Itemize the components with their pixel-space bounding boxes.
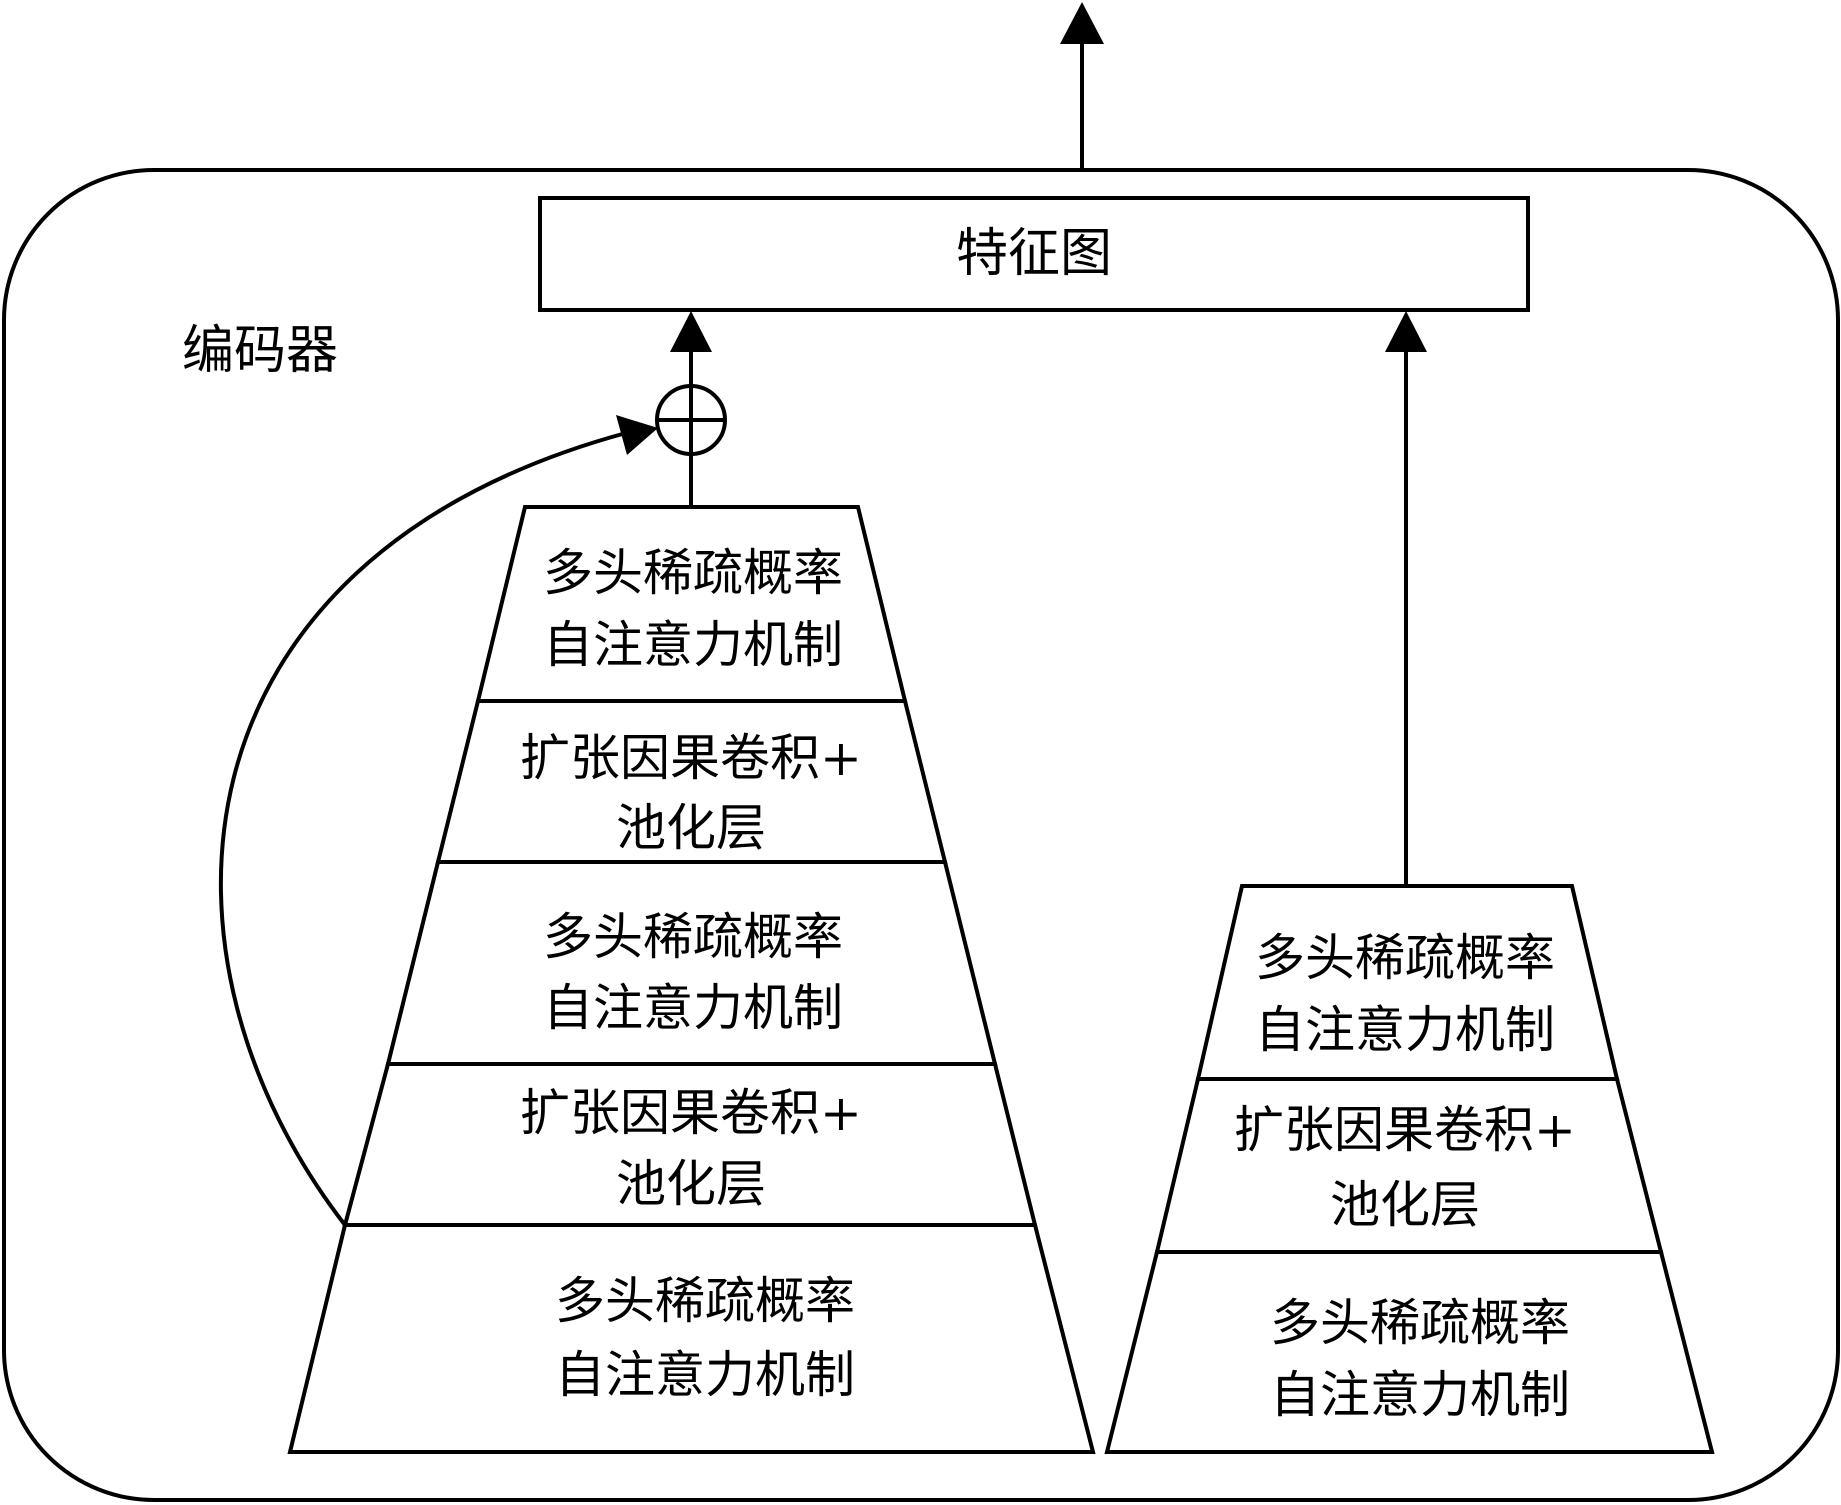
- right-layer-3-line2: 自注意力机制: [1270, 1366, 1570, 1424]
- left-layer-3-line2: 自注意力机制: [543, 979, 843, 1037]
- left-layer-2-line2: 池化层: [616, 799, 766, 857]
- left-layer-1-line1: 多头稀疏概率: [543, 544, 843, 602]
- left-layer-5-line1: 多头稀疏概率: [555, 1272, 855, 1330]
- output-arrowhead: [1060, 2, 1104, 44]
- right-layer-3-line1: 多头稀疏概率: [1270, 1294, 1570, 1352]
- left-layer-4-line1: 扩张因果卷积+: [520, 1084, 862, 1142]
- left-layer-5: [287, 1223, 1096, 1454]
- circle-plus-icon: [655, 384, 727, 456]
- left-layer-1-line2: 自注意力机制: [543, 616, 843, 674]
- right-layer-2-line2: 池化层: [1330, 1176, 1480, 1234]
- skip-connection-curve: [219, 431, 627, 1227]
- right-layer-1-line2: 自注意力机制: [1255, 1001, 1555, 1059]
- right-layer-1-line1: 多头稀疏概率: [1255, 929, 1555, 987]
- right-stack: 多头稀疏概率 自注意力机制 扩张因果卷积+ 池化层 多头稀疏概率 自注意力机制: [1104, 884, 1715, 1454]
- left-layer-3-line1: 多头稀疏概率: [543, 908, 843, 966]
- left-layer-2-line1: 扩张因果卷积+: [520, 729, 862, 787]
- left-stack: 多头稀疏概率 自注意力机制 扩张因果卷积+ 池化层 多头稀疏概率 自注意力机制 …: [287, 505, 1096, 1454]
- right-layer-2-line1: 扩张因果卷积+: [1234, 1101, 1576, 1159]
- right-layer-3: [1104, 1250, 1715, 1454]
- encoder-title: 编码器: [182, 321, 338, 381]
- left-layer-5-line2: 自注意力机制: [555, 1346, 855, 1404]
- feature-map-box: [538, 196, 1530, 312]
- sum-to-feature-arrowhead: [670, 311, 712, 352]
- left-layer-4-line2: 池化层: [616, 1155, 766, 1213]
- feature-map-label: 特征图: [956, 224, 1112, 284]
- skip-connection-arrowhead: [616, 415, 658, 455]
- right-to-feature-arrowhead: [1385, 311, 1427, 352]
